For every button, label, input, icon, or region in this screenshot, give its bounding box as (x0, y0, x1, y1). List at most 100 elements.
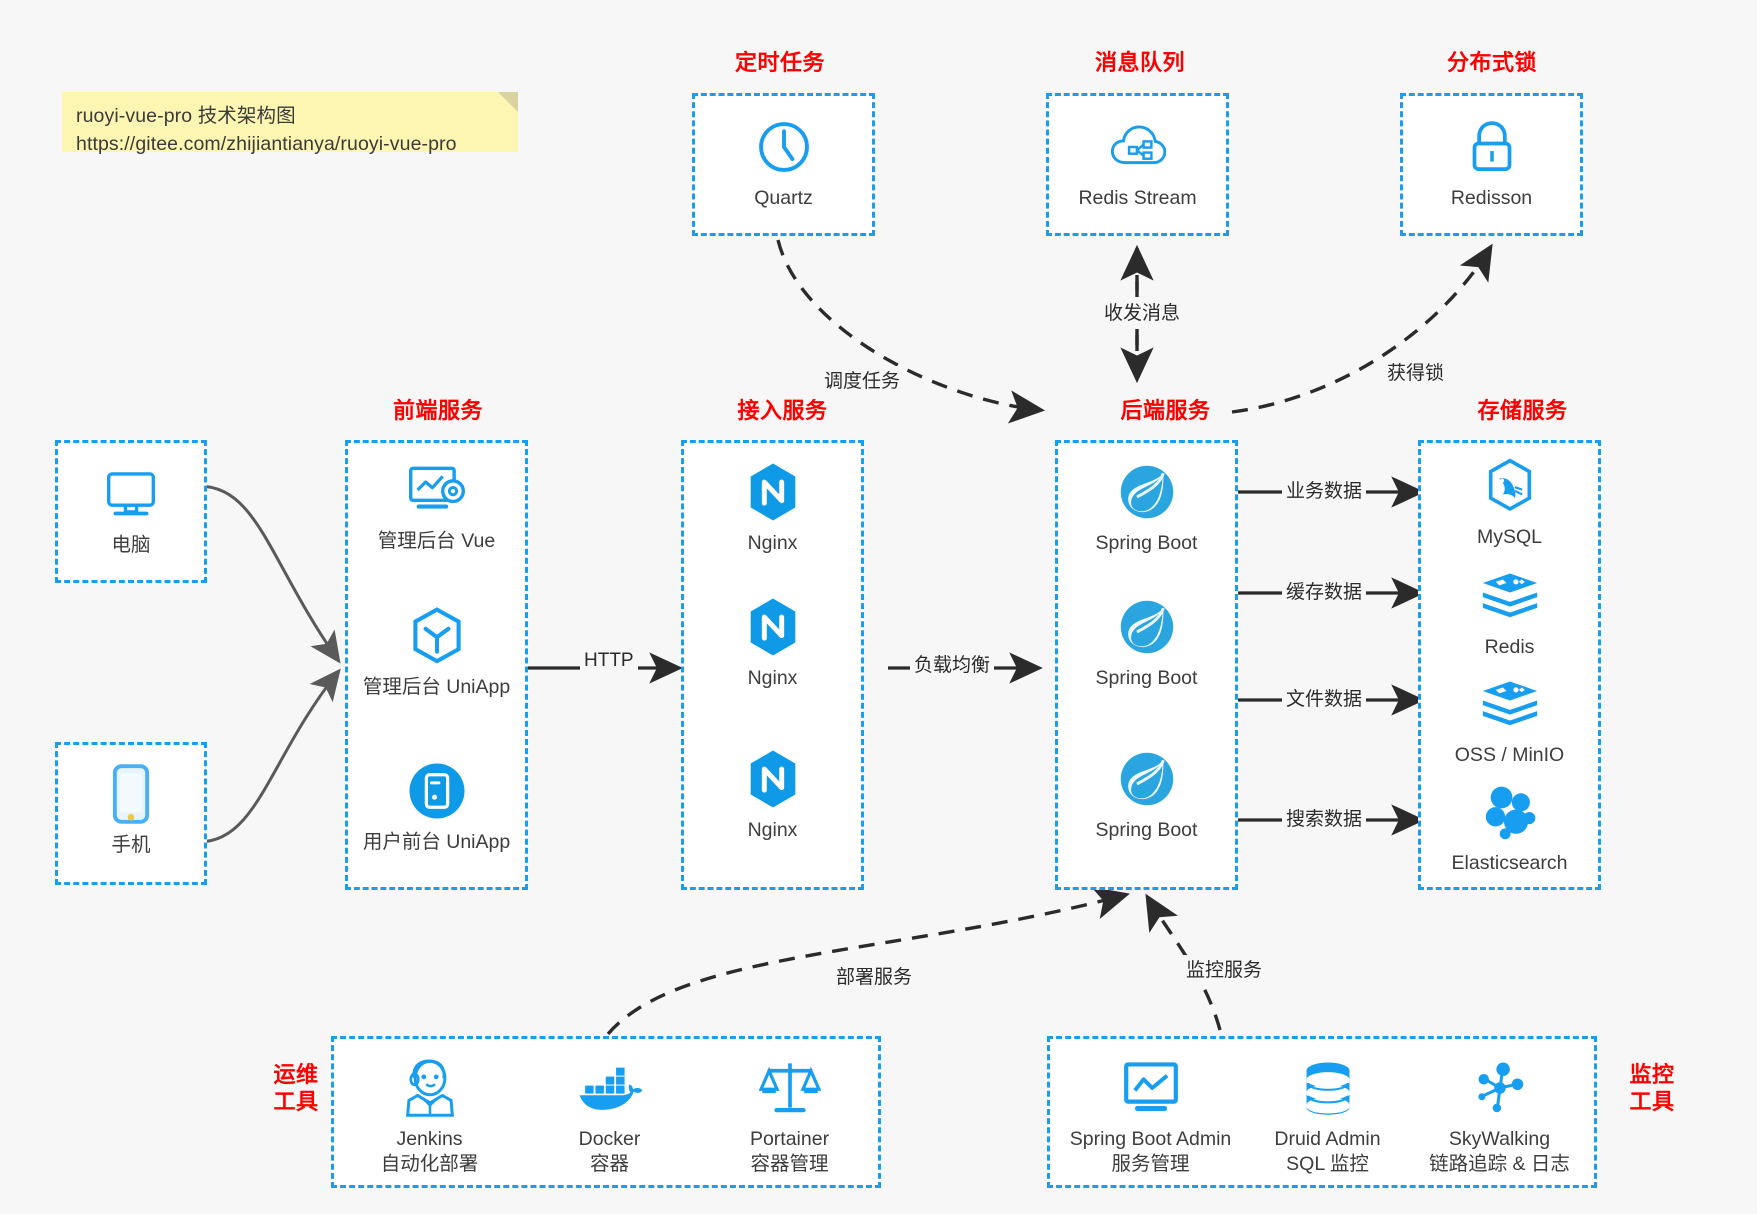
group-label-scheduled-task: 定时任务 (734, 50, 825, 75)
group-label-devops-line2: 工具 (273, 1088, 319, 1114)
node-label: 电脑 (111, 534, 151, 556)
note-title: ruoyi-vue-pro 技术架构图 (76, 105, 296, 127)
node-spring-boot-2[interactable]: Spring Boot (1058, 594, 1235, 691)
node-oss-minio[interactable]: OSS / MinIO (1421, 671, 1598, 768)
cloud-stream-icon (1049, 114, 1226, 180)
node-computer[interactable]: 电脑 (58, 461, 204, 558)
mysql-icon (1421, 453, 1598, 519)
desktop-computer-icon (58, 461, 204, 527)
node-redisson[interactable]: Redisson (1403, 114, 1580, 211)
group-box-scheduled-task: Quartz (692, 93, 875, 236)
tool-name: SkyWalking (1448, 1128, 1551, 1150)
tool-desc: SQL 监控 (1286, 1153, 1369, 1176)
node-quartz[interactable]: Quartz (695, 114, 872, 211)
group-box-storage-service: MySQL Redis (1418, 440, 1601, 890)
node-label: Nginx (747, 532, 798, 554)
edge-label-schedule-task: 调度任务 (820, 366, 905, 393)
node-label: Spring Boot (1095, 532, 1198, 554)
skywalking-icon (1402, 1055, 1597, 1121)
group-label-distributed-lock: 分布式锁 (1446, 50, 1537, 75)
spring-boot-icon (1058, 746, 1235, 812)
diagram-note: ruoyi-vue-pro 技术架构图 https://gitee.com/zh… (62, 92, 518, 155)
group-label-devops-tools: 运维 工具 (258, 1062, 334, 1116)
node-label: Nginx (747, 819, 798, 841)
group-label-monitor-line2: 工具 (1629, 1088, 1675, 1114)
node-label: 用户前台 UniApp (362, 831, 511, 853)
node-user-uniapp[interactable]: 用户前台 UniApp (348, 758, 525, 855)
tool-portainer[interactable]: Portainer 容器管理 (702, 1055, 877, 1178)
edge-label-cache-data: 缓存数据 (1282, 577, 1367, 604)
tool-spring-boot-admin[interactable]: Spring Boot Admin 服务管理 (1058, 1055, 1243, 1178)
note-fold-corner (498, 92, 518, 112)
node-nginx-3[interactable]: Nginx (684, 746, 861, 843)
node-elasticsearch[interactable]: Elasticsearch (1421, 779, 1598, 876)
spring-boot-icon (1058, 594, 1235, 660)
uniapp-cube-icon (348, 603, 525, 669)
group-label-devops-line1: 运维 (273, 1062, 319, 1087)
group-label-frontend-service: 前端服务 (392, 398, 483, 423)
group-label-backend-service: 后端服务 (1120, 398, 1211, 423)
tool-docker[interactable]: Docker 容器 (522, 1055, 697, 1178)
nginx-icon (684, 594, 861, 660)
spring-boot-icon (1058, 459, 1235, 525)
tool-name: Portainer (749, 1128, 830, 1150)
tool-name: Jenkins (396, 1128, 463, 1150)
node-admin-uniapp[interactable]: 管理后台 UniApp (348, 603, 525, 700)
node-spring-boot-3[interactable]: Spring Boot (1058, 746, 1235, 843)
group-box-backend-service: Spring Boot Spring Boot (1055, 440, 1238, 890)
edge-label-monitor-service: 监控服务 (1182, 955, 1267, 982)
edge-label-load-balance: 负载均衡 (910, 650, 995, 677)
group-box-devops-tools: Jenkins 自动化部署 Docker (331, 1036, 881, 1188)
group-box-distributed-lock: Redisson (1400, 93, 1583, 236)
tool-skywalking[interactable]: SkyWalking 链路追踪 & 日志 (1402, 1055, 1597, 1178)
node-spring-boot-1[interactable]: Spring Boot (1058, 459, 1235, 556)
app-server-icon (348, 758, 525, 824)
tool-desc: 容器 (589, 1153, 629, 1176)
node-phone[interactable]: 手机 (58, 761, 204, 858)
node-redis[interactable]: Redis (1421, 563, 1598, 660)
nginx-icon (684, 459, 861, 525)
tool-desc: 服务管理 (1111, 1153, 1190, 1176)
tool-desc: 链路追踪 & 日志 (1429, 1153, 1570, 1176)
tool-name: Druid Admin (1274, 1128, 1381, 1150)
redis-stack-icon (1421, 563, 1598, 629)
group-box-monitor-tools: Spring Boot Admin 服务管理 (1047, 1036, 1597, 1188)
node-nginx-2[interactable]: Nginx (684, 594, 861, 691)
node-label: Redis (1484, 636, 1535, 658)
edge-label-search-data: 搜索数据 (1282, 804, 1367, 831)
tool-name: Spring Boot Admin (1069, 1128, 1232, 1150)
node-label: Quartz (754, 187, 813, 209)
node-redis-stream[interactable]: Redis Stream (1049, 114, 1226, 211)
lock-icon (1403, 114, 1580, 180)
nginx-icon (684, 746, 861, 812)
node-label: OSS / MinIO (1454, 744, 1565, 766)
edge-label-file-data: 文件数据 (1282, 684, 1367, 711)
smartphone-icon (58, 761, 204, 827)
tool-jenkins[interactable]: Jenkins 自动化部署 (342, 1055, 517, 1178)
object-storage-stack-icon (1421, 671, 1598, 737)
node-label: Redis Stream (1078, 187, 1197, 209)
tool-name: Docker (578, 1128, 641, 1150)
group-label-access-service: 接入服务 (737, 398, 828, 423)
node-label: Nginx (747, 667, 798, 689)
node-label: Redisson (1450, 187, 1533, 209)
dashboard-settings-icon (348, 457, 525, 523)
node-admin-vue[interactable]: 管理后台 Vue (348, 457, 525, 554)
group-box-frontend-service: 管理后台 Vue 管理后台 UniApp 用户前台 UniApp (345, 440, 528, 890)
node-label: MySQL (1476, 526, 1542, 548)
group-label-storage-service: 存储服务 (1477, 398, 1568, 423)
tool-druid-admin[interactable]: Druid Admin SQL 监控 (1240, 1055, 1415, 1178)
node-nginx-1[interactable]: Nginx (684, 459, 861, 556)
tool-desc: 自动化部署 (380, 1153, 479, 1176)
node-mysql[interactable]: MySQL (1421, 453, 1598, 550)
group-box-message-queue: Redis Stream (1046, 93, 1229, 236)
group-label-monitor-line1: 监控 (1629, 1062, 1675, 1087)
node-label: 管理后台 Vue (377, 530, 496, 552)
group-label-monitor-tools: 监控 工具 (1614, 1062, 1690, 1116)
database-icon (1240, 1055, 1415, 1121)
group-box-computer: 电脑 (55, 440, 207, 583)
note-url: https://gitee.com/zhijiantianya/ruoyi-vu… (76, 133, 457, 156)
docker-icon (522, 1055, 697, 1121)
node-label: 管理后台 UniApp (362, 676, 511, 698)
